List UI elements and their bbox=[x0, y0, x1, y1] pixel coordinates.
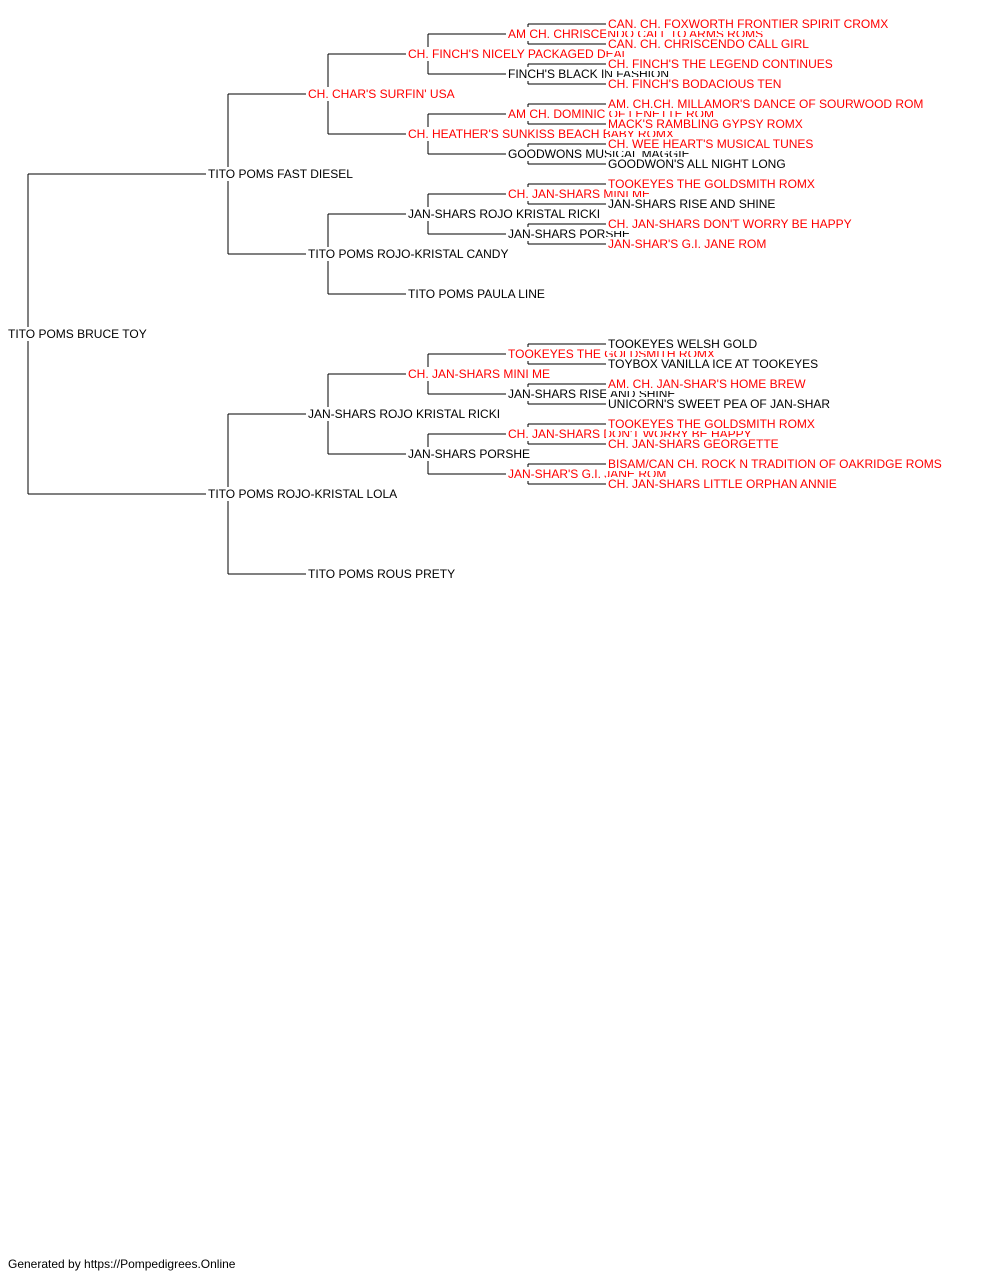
dog-ch-finch-s-the-legend-continues: CH. FINCH'S THE LEGEND CONTINUES bbox=[606, 57, 835, 71]
dog-tito-poms-rojo-kristal-lola: TITO POMS ROJO-KRISTAL LOLA bbox=[206, 487, 400, 501]
dog-tito-poms-rojo-kristal-candy: TITO POMS ROJO-KRISTAL CANDY bbox=[306, 247, 511, 261]
dog-can-ch-foxworth-frontier-spirit-cromx: CAN. CH. FOXWORTH FRONTIER SPIRIT CROMX bbox=[606, 17, 891, 31]
dog-tookeyes-the-goldsmith-romx: TOOKEYES THE GOLDSMITH ROMX bbox=[606, 417, 817, 431]
dog-mack-s-rambling-gypsy-romx: MACK'S RAMBLING GYPSY ROMX bbox=[606, 117, 805, 131]
dog-tito-poms-paula-line: TITO POMS PAULA LINE bbox=[406, 287, 547, 301]
dog-tookeyes-welsh-gold: TOOKEYES WELSH GOLD bbox=[606, 337, 760, 351]
dog-jan-shars-rojo-kristal-ricki: JAN-SHARS ROJO KRISTAL RICKI bbox=[406, 207, 603, 221]
dog-tito-poms-bruce-toy: TITO POMS BRUCE TOY bbox=[6, 327, 149, 341]
dog-ch-jan-shars-little-orphan-annie: CH. JAN-SHARS LITTLE ORPHAN ANNIE bbox=[606, 477, 839, 491]
dog-jan-shars-rise-and-shine: JAN-SHARS RISE AND SHINE bbox=[606, 197, 778, 211]
dog-ch-jan-shars-mini-me: CH. JAN-SHARS MINI ME bbox=[406, 367, 553, 381]
dog-ch-jan-shars-don-t-worry-be-happy: CH. JAN-SHARS DON'T WORRY BE HAPPY bbox=[606, 217, 854, 231]
dog-jan-shars-rojo-kristal-ricki: JAN-SHARS ROJO KRISTAL RICKI bbox=[306, 407, 503, 421]
dog-ch-finch-s-bodacious-ten: CH. FINCH'S BODACIOUS TEN bbox=[606, 77, 784, 91]
dog-tito-poms-fast-diesel: TITO POMS FAST DIESEL bbox=[206, 167, 355, 181]
dog-ch-char-s-surfin-usa: CH. CHAR'S SURFIN' USA bbox=[306, 87, 457, 101]
dog-can-ch-chriscendo-call-girl: CAN. CH. CHRISCENDO CALL GIRL bbox=[606, 37, 811, 51]
dog-tito-poms-rous-prety: TITO POMS ROUS PRETY bbox=[306, 567, 458, 581]
dog-am-ch-ch-millamor-s-dance-of-sourwood-rom: AM. CH.CH. MILLAMOR'S DANCE OF SOURWOOD … bbox=[606, 97, 926, 111]
dog-goodwon-s-all-night-long: GOODWON'S ALL NIGHT LONG bbox=[606, 157, 788, 171]
dog-jan-shars-porshe: JAN-SHARS PORSHE bbox=[406, 447, 533, 461]
dog-bisam-can-ch-rock-n-tradition-of-oakridge-roms: BISAM/CAN CH. ROCK N TRADITION OF OAKRID… bbox=[606, 457, 944, 471]
dog-tookeyes-the-goldsmith-romx: TOOKEYES THE GOLDSMITH ROMX bbox=[606, 177, 817, 191]
footer-credit: Generated by https://Pompedigrees.Online bbox=[8, 1257, 236, 1271]
dog-jan-shars-porshe: JAN-SHARS PORSHE bbox=[506, 227, 633, 241]
dog-ch-jan-shars-georgette: CH. JAN-SHARS GEORGETTE bbox=[606, 437, 781, 451]
dog-ch-wee-heart-s-musical-tunes: CH. WEE HEART'S MUSICAL TUNES bbox=[606, 137, 816, 151]
dog-unicorn-s-sweet-pea-of-jan-shar: UNICORN'S SWEET PEA OF JAN-SHAR bbox=[606, 397, 833, 411]
dog-am-ch-jan-shar-s-home-brew: AM. CH. JAN-SHAR'S HOME BREW bbox=[606, 377, 808, 391]
dog-jan-shar-s-g-i-jane-rom: JAN-SHAR'S G.I. JANE ROM bbox=[606, 237, 769, 251]
dog-toybox-vanilla-ice-at-tookeyes: TOYBOX VANILLA ICE AT TOOKEYES bbox=[606, 357, 821, 371]
dog-ch-finch-s-nicely-packaged-deal: CH. FINCH'S NICELY PACKAGED DEAL bbox=[406, 47, 631, 61]
